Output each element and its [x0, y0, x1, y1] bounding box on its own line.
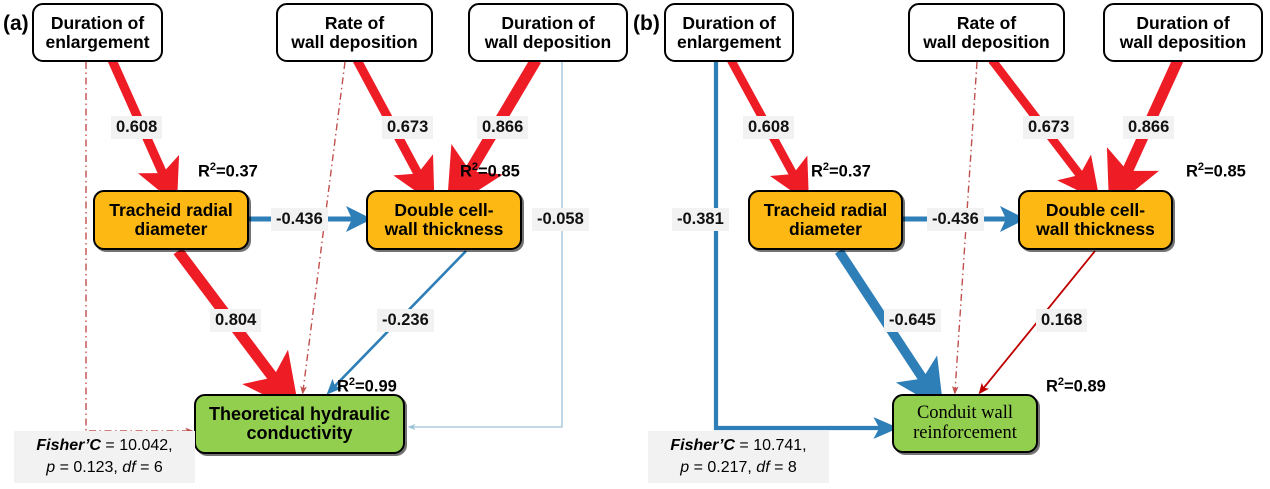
node-b-duration-of-enlargement[interactable]: Duration of enlargement — [664, 3, 794, 62]
node-a-endo-line2: conductivity — [246, 423, 353, 443]
rsq-a-tracheid: R2=0.37 — [198, 161, 258, 181]
node-a-exo1-line2: enlargement — [45, 31, 150, 52]
node-b-endo-line1: Conduit wall — [916, 402, 1014, 423]
fit-stats-b-line2: p = 0.217, df = 8 — [680, 458, 797, 476]
node-b-tracheid-radial-diameter[interactable]: Tracheid radial diameter — [748, 190, 903, 250]
fit-stats-a: Fisher’C = 10.042, p = 0.123, df = 6 — [14, 431, 195, 484]
node-a-med1-line2: diameter — [134, 219, 208, 239]
fit-stats-b: Fisher’C = 10.741, p = 0.217, df = 8 — [648, 431, 829, 484]
node-a-theoretical-hydraulic-conductivity[interactable]: Theoretical hydraulic conductivity — [194, 394, 405, 454]
node-a-exo3-line1: Duration of — [501, 12, 595, 33]
coef-a-durationwall-to-doublewall: 0.866 — [477, 116, 529, 139]
node-b-double-cell-wall-thickness[interactable]: Double cell- wall thickness — [1018, 190, 1173, 250]
coef-a-enlargement-to-tracheid: 0.608 — [111, 116, 163, 139]
node-b-rate-of-wall-deposition[interactable]: Rate of wall deposition — [908, 3, 1065, 62]
coef-b-enlargement-to-tracheid: 0.608 — [743, 116, 795, 139]
coef-a-doublewall-to-conductivity: -0.236 — [377, 309, 434, 332]
node-b-exo1-line1: Duration of — [682, 12, 776, 33]
path-b-ratewall-to-conduit-ns — [951, 61, 978, 395]
coef-a-tracheid-to-doublewall: -0.436 — [271, 208, 328, 231]
path-a-durationwall-to-conductivity-ns — [407, 62, 563, 431]
node-b-conduit-wall-reinforcement[interactable]: Conduit wall reinforcement — [892, 394, 1038, 453]
fit-stats-b-line1: Fisher’C = 10.741, — [670, 437, 807, 454]
node-b-duration-of-wall-deposition[interactable]: Duration of wall deposition — [1103, 3, 1263, 62]
node-a-exo3-line2: wall deposition — [484, 31, 612, 52]
coef-b-doublewall-to-conduit: 0.168 — [1036, 309, 1088, 332]
coef-a-ratewall-to-doublewall: 0.673 — [382, 116, 434, 139]
node-a-duration-of-enlargement[interactable]: Duration of enlargement — [32, 3, 163, 62]
panel-label-b: (b) — [633, 12, 660, 35]
node-b-exo3-line2: wall deposition — [1119, 31, 1247, 52]
coef-b-durationwall-to-doublewall: 0.866 — [1123, 116, 1175, 139]
node-a-med1-line1: Tracheid radial — [109, 200, 233, 221]
fit-stats-a-line1: Fisher’C = 10.042, — [36, 437, 173, 454]
rsq-a-conductivity: R2=0.99 — [337, 376, 397, 396]
node-a-med2-line2: wall thickness — [384, 219, 504, 239]
node-a-endo-line1: Theoretical hydraulic — [208, 403, 391, 424]
node-b-exo2-line2: wall deposition — [923, 31, 1050, 52]
path-b-enlargement-to-conduit — [713, 62, 899, 439]
coef-a-durationwall-to-conductivity: -0.058 — [532, 208, 589, 231]
panel-label-a: (a) — [3, 12, 29, 35]
node-b-exo2-line1: Rate of — [956, 12, 1017, 33]
rsq-b-doublewall: R2=0.85 — [1186, 161, 1246, 181]
node-a-med2-line1: Double cell- — [394, 200, 494, 221]
node-b-med2-line2: wall thickness — [1036, 219, 1155, 239]
coef-a-tracheid-to-conductivity: 0.804 — [210, 309, 262, 332]
node-b-exo1-line2: enlargement — [676, 31, 782, 52]
node-b-endo-line2: reinforcement — [913, 422, 1017, 443]
node-b-med2-line1: Double cell- — [1045, 200, 1146, 221]
node-a-tracheid-radial-diameter[interactable]: Tracheid radial diameter — [93, 190, 249, 250]
rsq-a-doublewall: R2=0.85 — [460, 161, 520, 181]
node-b-med1-line2: diameter — [789, 219, 862, 239]
node-a-duration-of-wall-deposition[interactable]: Duration of wall deposition — [468, 3, 628, 62]
fit-stats-a-line2: p = 0.123, df = 6 — [46, 458, 163, 476]
rsq-b-conduit: R2=0.89 — [1046, 376, 1106, 396]
rsq-b-tracheid: R2=0.37 — [811, 161, 871, 181]
node-b-exo3-line1: Duration of — [1136, 12, 1230, 33]
node-a-double-cell-wall-thickness[interactable]: Double cell- wall thickness — [366, 190, 522, 250]
node-a-exo1-line1: Duration of — [50, 12, 145, 33]
coef-b-enlargement-to-conduit: -0.381 — [672, 208, 729, 231]
node-a-rate-of-wall-deposition[interactable]: Rate of wall deposition — [276, 3, 433, 62]
node-a-exo2-line2: wall deposition — [291, 31, 418, 52]
node-a-exo2-line1: Rate of — [324, 12, 385, 33]
coef-b-tracheid-to-conduit: -0.645 — [884, 309, 941, 332]
coef-b-ratewall-to-doublewall: 0.673 — [1023, 116, 1075, 139]
node-b-med1-line1: Tracheid radial — [763, 200, 888, 221]
coef-b-tracheid-to-doublewall: -0.436 — [927, 208, 984, 231]
